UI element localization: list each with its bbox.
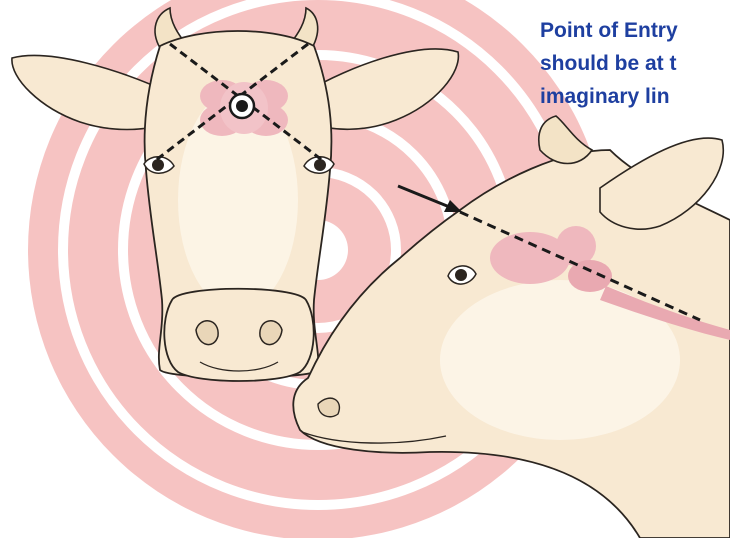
point-of-entry-caption: Point of Entry should be at t imaginary … xyxy=(540,14,730,113)
caption-line-2: should be at t xyxy=(540,47,730,80)
caption-line-3: imaginary lin xyxy=(540,80,730,113)
muzzle xyxy=(164,289,313,381)
caption-line-1: Point of Entry xyxy=(540,14,730,47)
side-nostril xyxy=(318,398,339,417)
crosshair-target-icon xyxy=(230,94,254,118)
